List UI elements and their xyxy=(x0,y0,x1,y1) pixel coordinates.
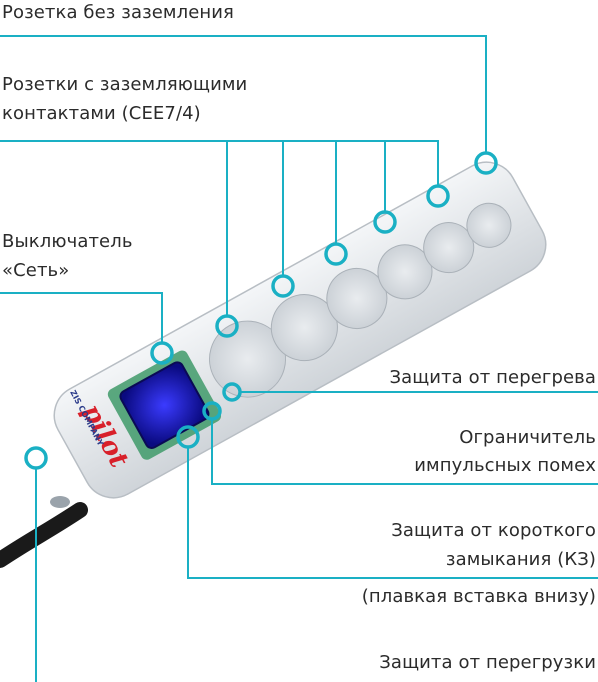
label-overload-protection: Защита от перегрузки xyxy=(379,652,596,673)
label-overheat-protection: Защита от перегрева xyxy=(389,367,596,388)
label-short-circuit-line2: замыкания (КЗ) xyxy=(445,549,596,570)
power-cable xyxy=(0,502,88,568)
label-grounded-sockets-line1: Розетки с заземляющими xyxy=(2,74,248,95)
callout-rings xyxy=(24,151,498,470)
sockets xyxy=(209,202,512,398)
label-switch-line1: Выключатель xyxy=(2,231,133,252)
label-ungrounded-socket: Розетка без заземления xyxy=(2,2,234,23)
label-short-circuit-line1: Защита от короткого xyxy=(391,520,596,541)
power-strip-body xyxy=(53,161,547,499)
label-surge-limiter-line1: Ограничитель xyxy=(459,427,596,448)
label-grounded-sockets-line2: контактами (CEE7/4) xyxy=(2,103,201,124)
callout-lines xyxy=(0,35,598,682)
label-surge-limiter-line2: импульсных помех xyxy=(414,455,596,476)
label-switch-line2: «Сеть» xyxy=(2,260,70,281)
mount-hole xyxy=(50,496,70,508)
label-fuse-note: (плавкая вставка внизу) xyxy=(361,586,596,607)
